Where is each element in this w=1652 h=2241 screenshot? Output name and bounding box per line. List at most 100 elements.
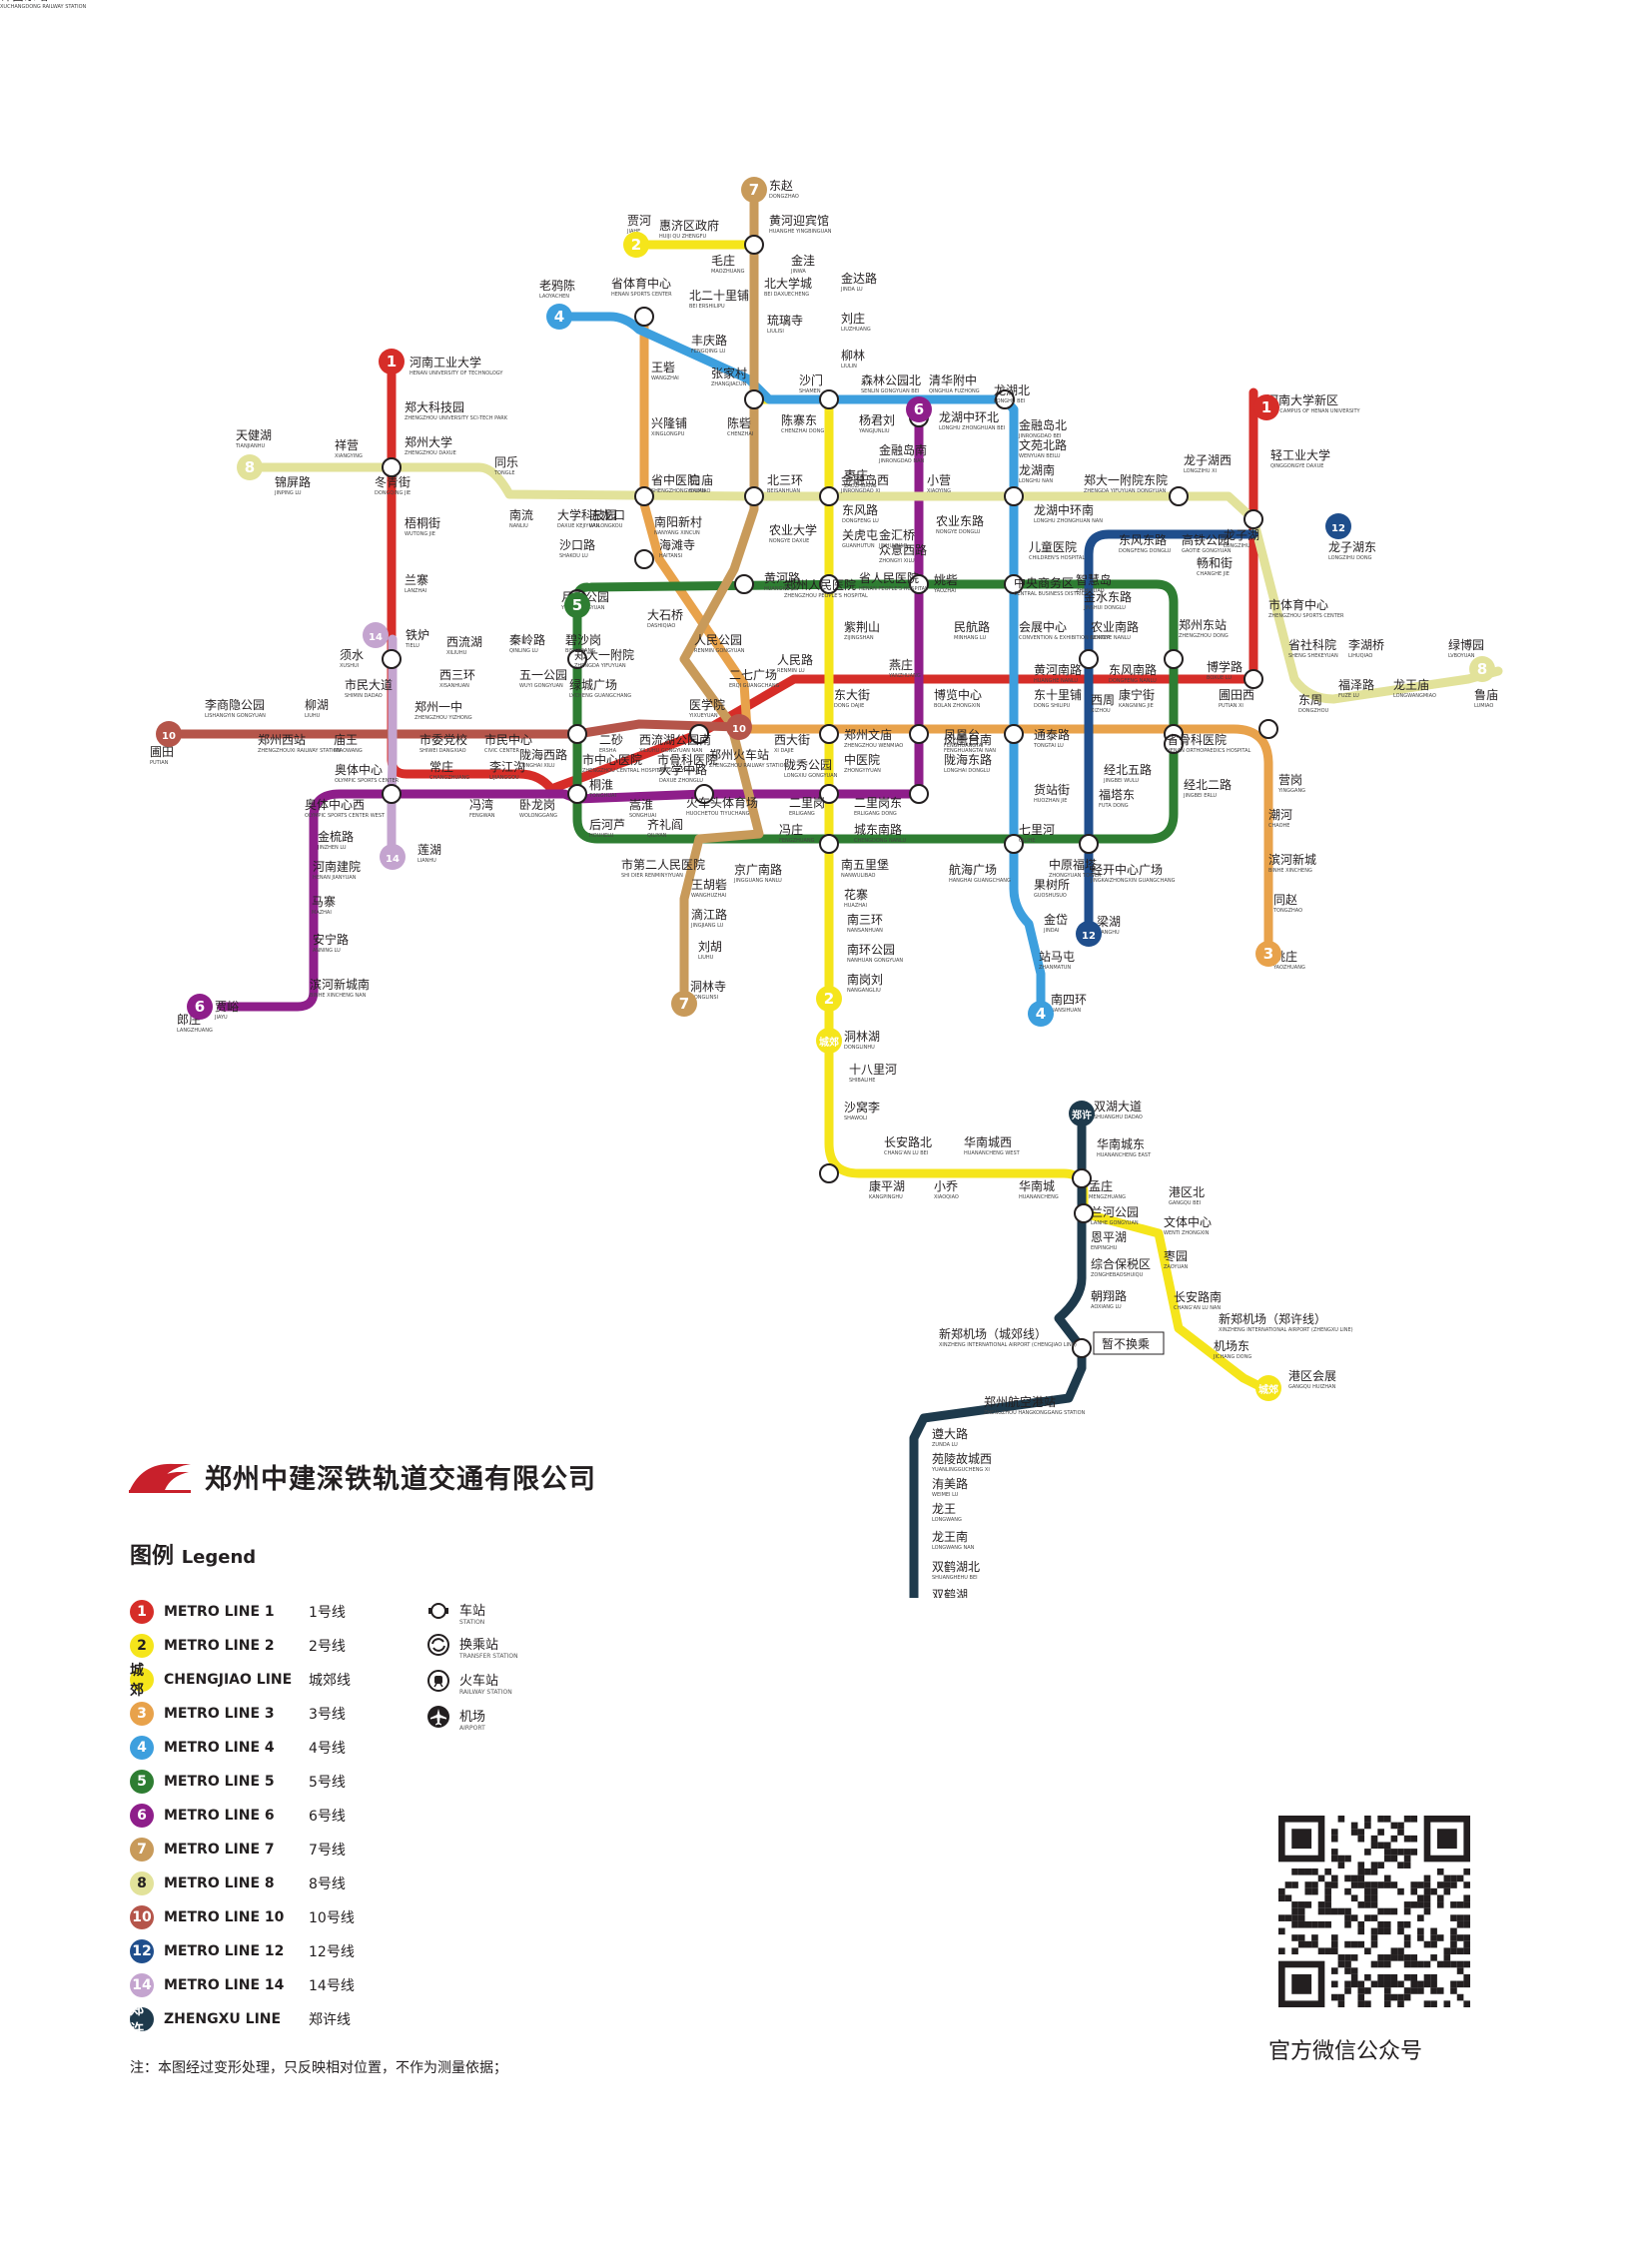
transfer-station-marker[interactable] [744,486,764,506]
station-name[interactable]: 姚砦 [934,572,958,587]
station-name[interactable]: 省人民医院 [859,571,919,585]
station-name[interactable]: 郑州西站 [258,732,306,747]
transfer-station-marker[interactable] [1243,509,1263,529]
station-name[interactable]: 中央商务区 [1014,575,1074,590]
station-name[interactable]: 长安路北 [884,1134,932,1149]
station-name[interactable]: 通泰路 [1034,727,1070,742]
station-name[interactable]: 北二十里铺 [689,289,749,303]
station-name[interactable]: 金融岛南 [879,442,927,457]
station-name[interactable]: 小营 [927,473,951,487]
station-name[interactable]: 燕庄 [889,657,913,672]
station-name[interactable]: 市民大道 [345,677,393,692]
station-name[interactable]: 南五里堡 [841,857,889,872]
station-name[interactable]: 郑州火车站 [709,747,769,762]
station-name[interactable]: 苑陵故城西 [932,1451,992,1466]
station-name[interactable]: 城东南路 [854,822,902,837]
station-name[interactable]: 文苑北路 [1019,437,1067,452]
station-name[interactable]: 站马屯 [1039,950,1075,964]
station-name[interactable]: 港区北 [1169,1185,1205,1199]
station-name[interactable]: 市民中心 [484,732,532,747]
station-name[interactable]: 琉璃寺 [767,314,803,328]
station-name[interactable]: 港区会展 [1288,1369,1336,1383]
station-name[interactable]: 洞林寺 [690,980,726,994]
transfer-station-marker[interactable] [744,389,764,409]
station-name[interactable]: 双鹤湖 [932,1587,968,1598]
station-name[interactable]: 东大街 [834,688,870,702]
station-name[interactable]: 金汇桥 [879,527,915,542]
station-name[interactable]: 京广南路 [734,862,782,877]
station-name[interactable]: 省社科院 [1288,637,1336,652]
transfer-station-marker[interactable] [1258,719,1278,739]
station-name[interactable]: 锦屏路 [275,474,311,489]
station-name[interactable]: 畅和街 [1197,556,1233,570]
transfer-station-marker[interactable] [382,784,402,804]
station-name[interactable]: 五一公园 [519,668,567,682]
station-name[interactable]: 滨河新城南 [310,977,370,992]
station-name[interactable]: 南环公园 [847,942,895,957]
station-name[interactable]: 李商隐公园 [205,697,265,712]
transfer-station-marker[interactable] [819,1163,839,1183]
station-name[interactable]: 省体育中心 [611,276,671,291]
station-name[interactable]: 文体中心 [1164,1214,1212,1229]
station-name[interactable]: 西流湖公园南 [639,732,711,747]
transfer-station-marker[interactable] [382,457,402,477]
station-name[interactable]: 关虎屯 [842,528,878,542]
station-name[interactable]: 兰河公园 [1091,1205,1139,1219]
station-name[interactable]: 老鸦陈 [539,278,575,293]
station-name[interactable]: 双鹤湖北 [932,1559,980,1574]
station-name[interactable]: 惠济区政府 [659,218,719,233]
station-name[interactable]: 嵩淮 [629,798,653,812]
station-name[interactable]: 经北五路 [1104,762,1152,777]
station-name[interactable]: 天健湖 [236,427,272,442]
station-name[interactable]: 新郑机场（城郊线） [939,1326,1047,1341]
station-name[interactable]: 陈寨东 [781,412,817,427]
station-name[interactable]: 龙王庙 [1393,678,1429,692]
station-name[interactable]: 祥营 [335,438,359,452]
transfer-station-marker[interactable] [1243,669,1263,689]
station-name[interactable]: 滴江路 [691,907,727,922]
station-name[interactable]: 柳林 [841,349,865,363]
station-name[interactable]: 南岗刘 [847,972,883,987]
station-name[interactable]: 高铁公园 [1182,532,1230,547]
station-name[interactable]: 枣庄 [844,467,868,482]
station-name[interactable]: 绿博园 [1448,637,1484,652]
station-name[interactable]: 沙口路 [559,537,595,552]
station-name[interactable]: 民航路 [954,619,990,634]
transfer-station-marker[interactable] [909,784,929,804]
station-name[interactable]: 华南城西 [964,1134,1012,1149]
station-name[interactable]: 二七广场 [729,668,777,682]
station-name[interactable]: 潮河 [1268,807,1292,822]
transfer-station-marker[interactable] [634,549,654,569]
transfer-station-marker[interactable] [634,307,654,327]
wechat-qr-code[interactable] [1278,1816,1470,2007]
station-name[interactable]: 西周 [1091,693,1115,707]
station-name[interactable]: 果树所 [1034,877,1070,892]
station-name[interactable]: 冬青街 [375,474,411,489]
station-name[interactable]: 航海广场 [949,862,997,877]
station-name[interactable]: 朝翔路 [1091,1288,1127,1303]
station-name[interactable]: 河南大学新区 [1266,392,1338,407]
transfer-station-marker[interactable] [744,235,764,255]
station-name[interactable]: 儿童医院 [1029,539,1077,554]
transfer-station-marker[interactable] [689,724,709,744]
station-name[interactable]: 贾峪 [215,1000,239,1014]
station-name[interactable]: 李湖桥 [1348,637,1384,652]
station-name[interactable]: 金融岛北 [1019,417,1067,432]
station-name[interactable]: 陇秀公园 [784,757,832,772]
station-name[interactable]: 兰寨 [405,572,428,587]
transfer-station-marker[interactable] [1169,486,1189,506]
station-name[interactable]: 郑大一附院 [574,647,634,662]
station-name[interactable]: 小乔 [934,1179,958,1193]
station-name[interactable]: 杨君刘 [859,412,895,427]
station-name[interactable]: 圃田 [150,745,174,759]
station-name[interactable]: 南流 [509,507,533,522]
station-name[interactable]: 众意西路 [879,542,927,557]
station-name[interactable]: 沙门 [799,373,823,387]
station-name[interactable]: 丰庆路 [691,333,727,348]
station-name[interactable]: 金水东路 [1084,589,1132,604]
station-name[interactable]: 人民路 [777,652,813,667]
station-name[interactable]: 常庄 [429,759,453,774]
station-name[interactable]: 市第二人民医院 [621,857,705,872]
station-name[interactable]: 龙湖中环南 [1034,502,1094,517]
station-name[interactable]: 七里河 [1019,823,1055,837]
